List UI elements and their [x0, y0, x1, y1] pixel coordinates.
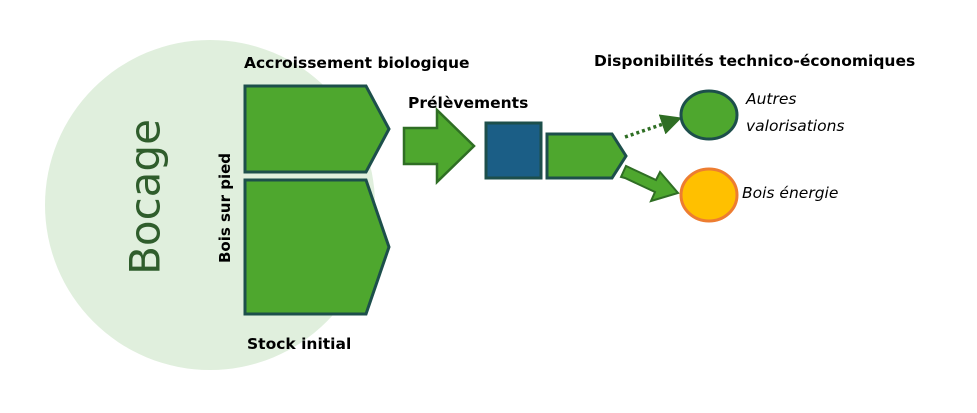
disponibilites-label: Disponibilités technico-économiques — [594, 52, 916, 70]
stock-initial-label: Stock initial — [247, 335, 352, 353]
prelevements-square — [484, 121, 543, 180]
bois-energie-circle — [679, 167, 739, 223]
prelevements-arrow — [402, 107, 476, 185]
accroissement-shape — [243, 84, 391, 174]
dotted-arrow — [624, 114, 682, 139]
autres-valorisations-label: Autres valorisations — [746, 86, 844, 140]
disponibilites-shape — [545, 132, 628, 180]
bocage-label: Bocage — [120, 119, 170, 275]
bois-sur-pied-label: Bois sur pied — [216, 152, 234, 264]
bois-energie-label: Bois énergie — [742, 184, 839, 202]
bois-energie-arrow — [619, 164, 680, 203]
prelevements-label: Prélèvements — [408, 94, 529, 112]
stock-initial-shape — [243, 178, 391, 316]
autres-line2: valorisations — [746, 117, 845, 135]
autres-line1: Autres — [746, 90, 797, 108]
autres-valorisations-circle — [679, 89, 739, 141]
accroissement-label: Accroissement biologique — [244, 54, 470, 72]
